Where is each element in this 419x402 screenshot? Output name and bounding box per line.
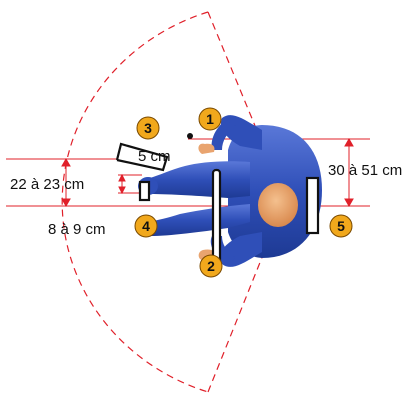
- head-bar: [305, 176, 320, 235]
- label-pad-depth: 5 cm: [138, 148, 171, 165]
- badge-5: 5: [329, 214, 353, 238]
- svg-text:2: 2: [207, 258, 215, 274]
- person-top-view: [136, 115, 322, 267]
- svg-text:4: 4: [142, 218, 150, 234]
- svg-text:3: 3: [144, 120, 152, 136]
- badge-4: 4: [134, 214, 158, 238]
- badge-1: 1: [198, 107, 222, 131]
- label-pad-gap: 8 à 9 cm: [48, 221, 106, 238]
- svg-text:5: 5: [337, 218, 345, 234]
- knee-pad-bracket: [115, 142, 169, 172]
- badge-2: 2: [199, 254, 223, 278]
- foot-pad: [138, 180, 151, 202]
- svg-text:1: 1: [206, 111, 214, 127]
- badge-3: 3: [136, 116, 160, 140]
- dimension-arrows: [61, 137, 354, 208]
- hip-bar: [211, 168, 222, 270]
- label-reach-width: 22 à 23 cm: [10, 176, 84, 193]
- reference-point-marker: [187, 133, 193, 139]
- label-support-width: 30 à 51 cm: [328, 162, 402, 179]
